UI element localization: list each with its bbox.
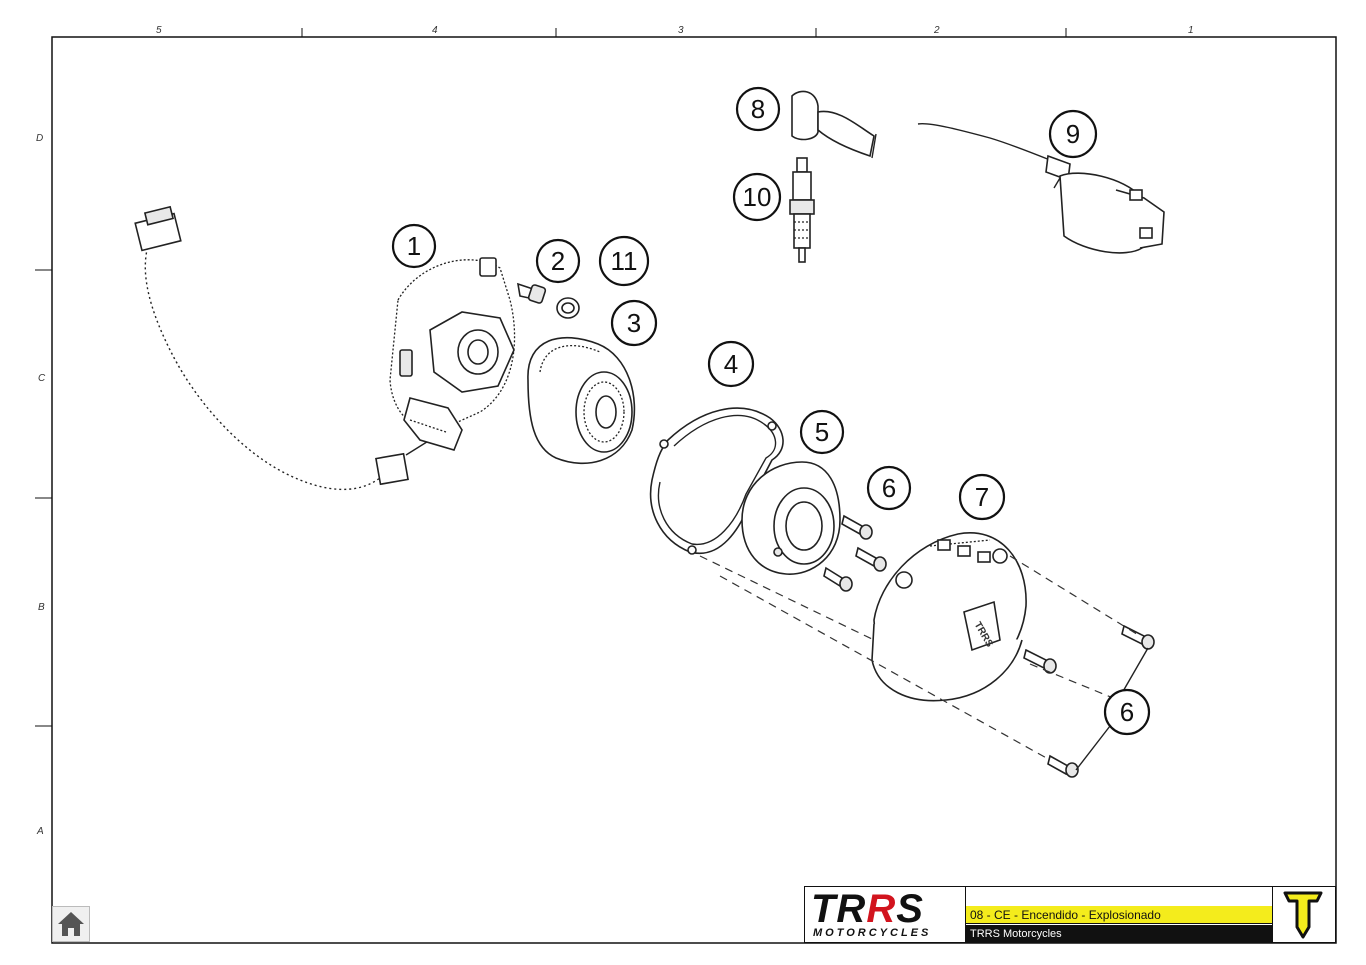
logo-subtext: MOTORCYCLES	[813, 927, 932, 939]
callout-label: 8	[751, 94, 765, 124]
callout-label: 5	[815, 417, 829, 447]
callout-7: 7	[958, 473, 1006, 521]
callout-label: 11	[611, 246, 638, 276]
cover-gasket	[649, 407, 784, 555]
grid-row-label: B	[38, 602, 45, 613]
grid-col-label: 4	[432, 25, 438, 36]
flywheel-rotor	[527, 336, 636, 465]
grid-columns: 5 4 3 2 1	[156, 25, 1194, 37]
callout-8: 8	[735, 86, 781, 132]
callout-label: 7	[975, 482, 989, 512]
spark-plug	[789, 157, 815, 263]
grid-col-label: 3	[678, 25, 684, 36]
callout-11: 11	[598, 235, 650, 287]
grid-row-label: C	[38, 373, 46, 384]
callout-label: 4	[724, 349, 738, 379]
stator-wiring-harness	[134, 205, 431, 491]
grid-col-label: 2	[933, 25, 940, 36]
brand-shield-icon	[1272, 887, 1335, 942]
home-button[interactable]	[52, 906, 90, 942]
callout-label: 10	[743, 182, 772, 212]
callout-1: 1	[391, 223, 437, 269]
callout-6-outer: 6	[1103, 688, 1151, 736]
home-icon	[58, 912, 84, 936]
title-block: TRRS MOTORCYCLES 08 - CE - Encendido - E…	[804, 886, 1336, 943]
callout-label: 3	[627, 308, 641, 338]
callout-label: 9	[1066, 119, 1080, 149]
grid-col-label: 1	[1188, 25, 1194, 36]
callout-9: 9	[1048, 109, 1098, 159]
callout-label: 1	[407, 231, 421, 261]
grid-row-label: D	[36, 133, 43, 144]
drawing-border	[51, 36, 1337, 944]
flywheel-nut	[516, 282, 547, 304]
callout-10: 10	[732, 172, 782, 222]
callout-label: 6	[1120, 697, 1134, 727]
callout-label: 2	[551, 246, 565, 276]
callout-5: 5	[799, 409, 845, 455]
ignition-coil	[917, 122, 1165, 254]
spark-plug-cap	[791, 90, 877, 159]
spacer-ring	[741, 461, 841, 575]
logo-wordmark: TRRS	[811, 887, 924, 931]
callout-3: 3	[610, 299, 658, 347]
ignition-cover: TRRS	[871, 532, 1027, 702]
grid-col-label: 5	[156, 25, 162, 36]
washer	[556, 297, 580, 319]
callout-6: 6	[866, 465, 912, 511]
callout-2: 2	[535, 238, 581, 284]
logo-text: TRRS	[811, 889, 924, 929]
drawing-subtitle: TRRS Motorcycles	[966, 925, 1272, 943]
stator-plate	[389, 257, 516, 451]
callout-label: 6	[882, 473, 896, 503]
drawing-title: 08 - CE - Encendido - Explosionado	[966, 906, 1272, 924]
shield-icon	[1283, 891, 1323, 939]
grid-rows: D C B A	[35, 133, 52, 837]
cover-screws-outer	[1023, 624, 1155, 778]
grid-row-label: A	[36, 826, 44, 837]
trrs-logo: TRRS MOTORCYCLES	[805, 887, 966, 942]
title-cell: 08 - CE - Encendido - Explosionado TRRS …	[966, 887, 1272, 943]
cover-screws-inner	[823, 514, 887, 592]
callout-4: 4	[707, 340, 755, 388]
